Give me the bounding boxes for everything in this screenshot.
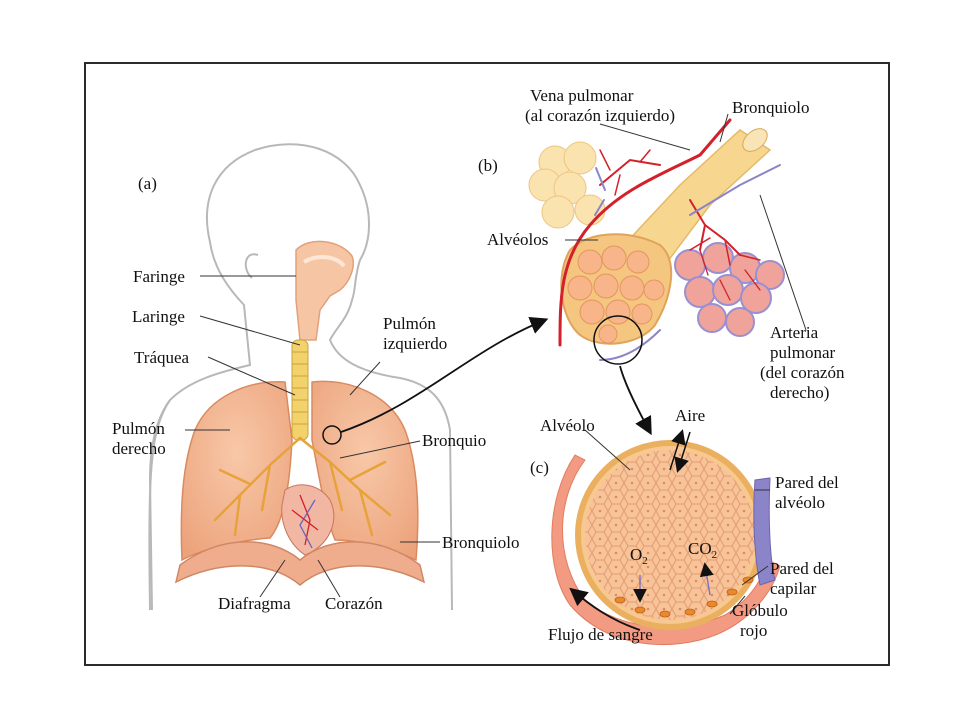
label-flujo: Flujo de sangre <box>548 625 653 644</box>
label-alveolos: Alvéolos <box>487 230 548 249</box>
diaphragm <box>174 541 426 586</box>
panel-c-label: (c) <box>530 458 549 477</box>
heart <box>281 484 335 556</box>
label-alveolo: Alvéolo <box>540 416 595 435</box>
arrow-a-to-b <box>340 316 549 433</box>
magnify-circle-lung <box>322 425 342 445</box>
label-o2-main: O <box>630 545 642 564</box>
panel-b-label: (b) <box>478 156 498 175</box>
alveolus-interior <box>585 450 755 620</box>
label-o2-sub: 2 <box>642 555 648 567</box>
label-aire: Aire <box>675 406 705 425</box>
panel-a-label: (a) <box>138 174 157 193</box>
label-faringe: Faringe <box>133 267 185 286</box>
label-co2-main: CO <box>688 539 712 558</box>
label-bronquiolo-b: Bronquiolo <box>732 98 809 117</box>
label-pulmon-derecho-2: derecho <box>112 439 166 458</box>
pharynx-inner <box>303 255 346 268</box>
bronchiole-opening <box>742 128 768 152</box>
label-traquea: Tráquea <box>134 348 190 367</box>
panel-c: (c) Alvéolo Aire Pared del alvéolo O2 CO… <box>530 406 839 645</box>
right-lung <box>180 381 293 562</box>
alveolar-sac-chambers <box>567 245 665 344</box>
label-arteria-1: Arteria <box>770 323 819 342</box>
label-arteria-2: pulmonar <box>770 343 835 362</box>
label-pulmon-izquierdo-1: Pulmón <box>383 314 436 333</box>
leaders-c <box>584 429 770 615</box>
label-co2-sub: 2 <box>712 549 718 561</box>
pulmonary-artery <box>594 164 781 361</box>
air-exchange-arrows <box>669 429 691 473</box>
bronchial-tree <box>213 436 392 537</box>
gas-exchange-arrows <box>633 562 714 603</box>
arrow-b-to-c <box>619 365 652 436</box>
label-laringe: Laringe <box>132 307 185 326</box>
label-pared-alveolo-1: Pared del <box>775 473 839 492</box>
label-pared-capilar-2: capilar <box>770 579 817 598</box>
capillary-blue-vessel <box>753 477 776 586</box>
label-pared-capilar-1: Pared del <box>770 559 834 578</box>
alveoli-cluster-right <box>674 242 785 337</box>
label-pared-alveolo-2: alvéolo <box>775 493 825 512</box>
red-blood-cells <box>614 576 754 618</box>
label-bronquio: Bronquio <box>422 431 486 450</box>
trachea-rings <box>292 351 308 425</box>
pharynx <box>295 240 354 341</box>
label-vena-2: (al corazón izquierdo) <box>525 106 675 125</box>
label-arteria-3: (del corazón <box>760 363 845 382</box>
trachea <box>291 339 309 441</box>
leaders-b <box>565 113 807 331</box>
label-vena-1: Vena pulmonar <box>530 86 634 105</box>
magnify-circle-alveolus <box>593 315 643 365</box>
ear <box>244 253 259 279</box>
label-arteria-4: derecho) <box>770 383 829 402</box>
label-corazon: Corazón <box>325 594 383 613</box>
label-globulo-1: Glóbulo <box>732 601 788 620</box>
blood-flow-arrow <box>569 587 641 631</box>
alveoli-cluster-background <box>528 141 606 229</box>
leaders-a <box>185 275 440 598</box>
pulmonary-vein <box>558 118 761 347</box>
label-bronquiolo-a: Bronquiolo <box>442 533 519 552</box>
body-outline <box>148 143 453 611</box>
label-globulo-2: rojo <box>740 621 767 640</box>
panel-b: (b) Vena pulmonar (al corazón izquierdo)… <box>478 86 845 436</box>
shoulder-outline <box>148 399 171 611</box>
label-pulmon-izquierdo-2: izquierdo <box>383 334 447 353</box>
label-diafragma: Diafragma <box>218 594 291 613</box>
label-o2: O2 <box>630 545 648 567</box>
label-co2: CO2 <box>688 539 717 561</box>
label-pulmon-derecho-1: Pulmón <box>112 419 165 438</box>
heart-vessels <box>291 494 319 549</box>
panel-a: (a) Faringe Laringe Tráquea Pulmón derec… <box>112 143 549 613</box>
